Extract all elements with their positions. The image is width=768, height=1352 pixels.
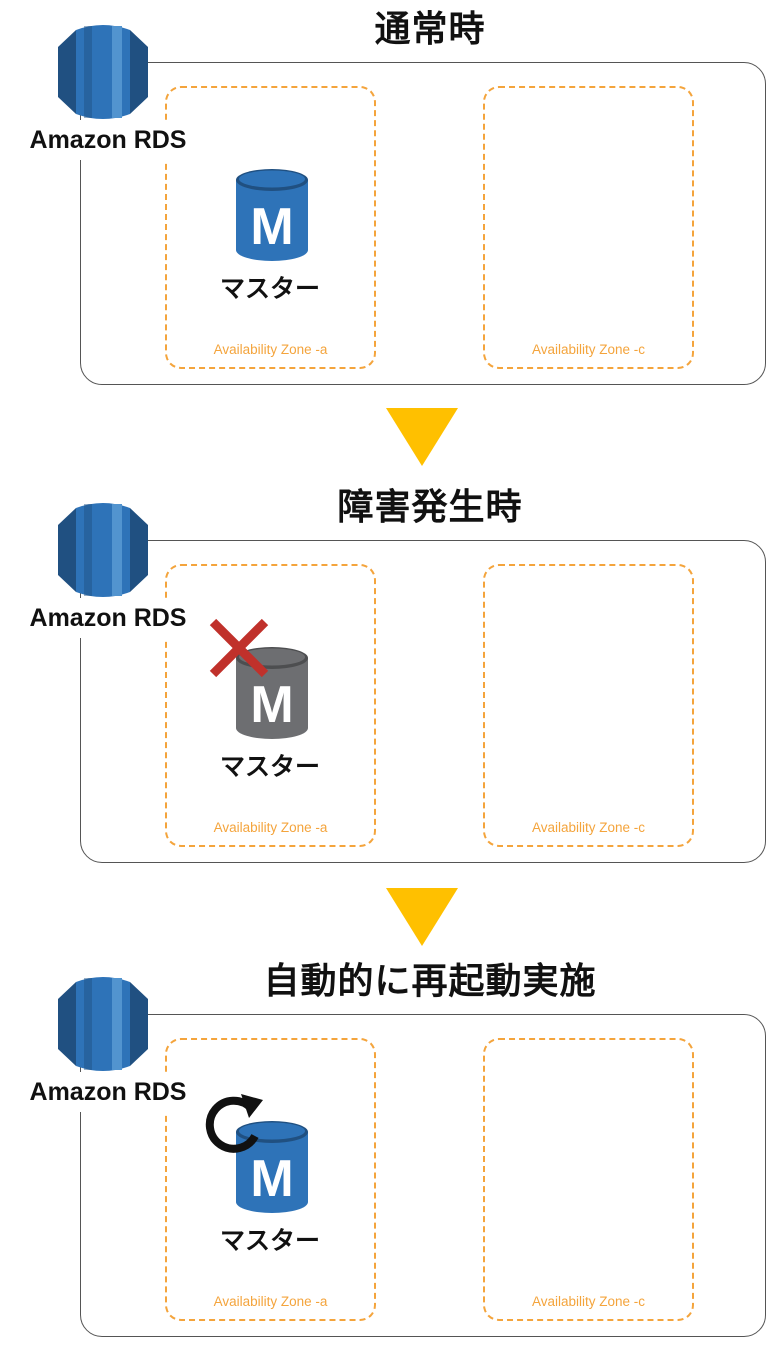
db-letter: M bbox=[250, 198, 293, 256]
db-letter: M bbox=[250, 1150, 293, 1208]
arrow-down-icon bbox=[386, 408, 458, 466]
arrow-down-icon bbox=[386, 888, 458, 946]
instance-label: マスター bbox=[219, 274, 320, 303]
az-label: Availability Zone -c bbox=[531, 342, 646, 357]
database-master-failed-icon: M bbox=[236, 647, 308, 739]
az-label: Availability Zone -a bbox=[213, 820, 328, 835]
availability-zone-a: Availability Zone -a bbox=[165, 1038, 376, 1321]
panel-title: 通常時 bbox=[374, 9, 486, 50]
rds-label: Amazon RDS bbox=[0, 1072, 216, 1112]
availability-zone-c: Availability Zone -c bbox=[483, 86, 694, 369]
rds-container bbox=[80, 1014, 766, 1337]
rds-container bbox=[80, 62, 766, 385]
panel-normal: 通常時 Availability Zone -a Availability Zo… bbox=[0, 0, 768, 400]
rds-label: Amazon RDS bbox=[0, 120, 216, 160]
panel-title: 自動的に再起動実施 bbox=[263, 961, 597, 1002]
availability-zone-a: Availability Zone -a bbox=[165, 564, 376, 847]
availability-zone-a: Availability Zone -a bbox=[165, 86, 376, 369]
db-letter: M bbox=[250, 676, 293, 734]
amazon-rds-icon bbox=[58, 977, 148, 1071]
availability-zone-c: Availability Zone -c bbox=[483, 564, 694, 847]
panel-title: 障害発生時 bbox=[337, 487, 523, 528]
restart-icon bbox=[205, 1094, 263, 1153]
panel-failure: 障害発生時 Availability Zone -a Availability … bbox=[0, 478, 768, 878]
rds-container bbox=[80, 540, 766, 863]
cross-icon bbox=[209, 618, 269, 678]
az-label: Availability Zone -c bbox=[531, 1294, 646, 1309]
rds-label: Amazon RDS bbox=[0, 598, 216, 638]
amazon-rds-icon bbox=[58, 503, 148, 597]
az-label: Availability Zone -c bbox=[531, 820, 646, 835]
az-label: Availability Zone -a bbox=[213, 342, 328, 357]
amazon-rds-icon bbox=[58, 25, 148, 119]
availability-zone-c: Availability Zone -c bbox=[483, 1038, 694, 1321]
instance-label: マスター bbox=[219, 1226, 320, 1255]
instance-label: マスター bbox=[219, 752, 320, 781]
panel-restart: 自動的に再起動実施 Availability Zone -a Availabil… bbox=[0, 952, 768, 1352]
az-label: Availability Zone -a bbox=[213, 1294, 328, 1309]
database-master-icon: M bbox=[236, 169, 308, 261]
